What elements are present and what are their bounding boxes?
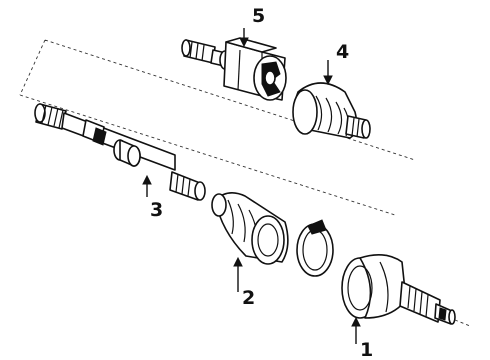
callout-leaders [142, 28, 361, 344]
part-4-inner-cv-boot [292, 82, 371, 139]
part-5-inner-joint-housing [181, 37, 287, 101]
part-2-outer-cv-boot [211, 192, 289, 265]
part-3-axle-shaft [34, 103, 206, 201]
callout-3: 3 [150, 199, 163, 221]
shaft-left-spline [34, 103, 67, 130]
callout-4: 4 [336, 41, 349, 63]
callout-1: 1 [360, 339, 373, 360]
subassembly-outline [19, 39, 416, 216]
inner-joint-stub-shaft [181, 39, 216, 64]
part-1-outer-cv-joint [341, 254, 456, 325]
callout-2: 2 [242, 287, 255, 309]
shaft-right-spline [169, 171, 206, 201]
tripod-face [253, 55, 287, 101]
callout-5: 5 [252, 5, 265, 27]
axis-centerline [454, 319, 471, 327]
boot-clamp-ring [296, 219, 334, 277]
